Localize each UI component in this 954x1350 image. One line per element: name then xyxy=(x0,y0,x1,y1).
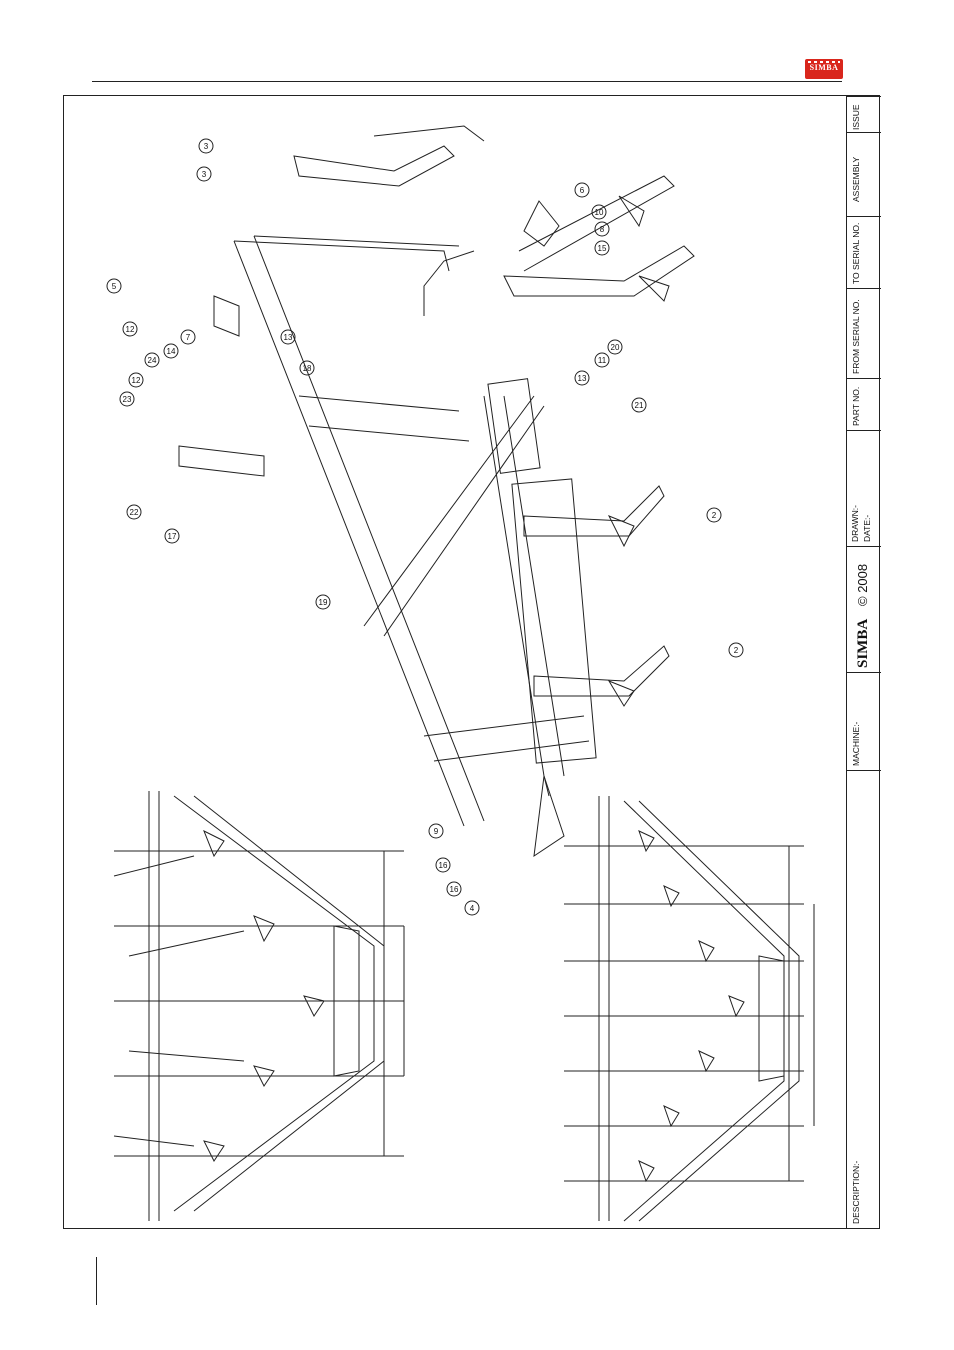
callout-12b: 12 xyxy=(132,376,141,385)
tb-divider xyxy=(847,546,881,547)
simba-logo: SIMBA xyxy=(805,59,843,79)
part-no-label: PART NO. xyxy=(851,387,861,426)
drawn-label: DRAWN:- xyxy=(850,505,860,542)
callout-18: 18 xyxy=(303,364,312,373)
callout-14: 14 xyxy=(167,347,176,356)
tb-divider xyxy=(847,430,881,431)
machine-label: MACHINE:- xyxy=(851,722,861,766)
issue-label: ISSUE xyxy=(851,104,861,130)
callout-8: 8 xyxy=(600,225,605,234)
callout-2b: 2 xyxy=(734,646,739,655)
callout-numbers: 3 3 5 12 13 18 7 14 24 12 23 22 17 6 10 … xyxy=(64,96,847,1228)
tb-divider xyxy=(847,288,881,289)
callout-16b: 16 xyxy=(450,885,459,894)
to-serial-label: TO SERIAL NO. xyxy=(851,223,861,284)
callout-6: 6 xyxy=(580,186,585,195)
callout-22: 22 xyxy=(130,508,139,517)
tb-divider xyxy=(847,672,881,673)
description-label: DESCRIPTION:- xyxy=(851,1161,861,1224)
assembly-label: ASSEMBLY xyxy=(851,157,861,202)
tb-top xyxy=(847,96,881,97)
callout-17: 17 xyxy=(168,532,177,541)
callout-13a: 13 xyxy=(284,333,293,342)
simba-brand: SIMBA xyxy=(855,619,872,668)
callout-3b: 3 xyxy=(202,170,207,179)
tb-divider xyxy=(847,378,881,379)
callout-13b: 13 xyxy=(578,374,587,383)
callout-15: 15 xyxy=(598,244,607,253)
copyright-text: © 2008 xyxy=(855,564,870,606)
tb-divider xyxy=(847,216,881,217)
callout-20: 20 xyxy=(611,343,620,352)
tb-divider xyxy=(847,132,881,133)
from-serial-label: FROM SERIAL NO. xyxy=(851,299,861,374)
callout-9: 9 xyxy=(434,827,439,836)
callout-24: 24 xyxy=(148,356,157,365)
callout-2a: 2 xyxy=(712,511,717,520)
tb-divider xyxy=(847,770,881,771)
callout-16a: 16 xyxy=(439,861,448,870)
callout-12a: 12 xyxy=(126,325,135,334)
callout-19: 19 xyxy=(319,598,328,607)
callout-3a: 3 xyxy=(204,142,209,151)
callout-10: 10 xyxy=(595,208,604,217)
callout-21: 21 xyxy=(635,401,644,410)
callout-7: 7 xyxy=(186,333,191,342)
callout-4: 4 xyxy=(470,904,475,913)
callout-23: 23 xyxy=(123,395,132,404)
callout-5: 5 xyxy=(112,282,117,291)
footer-margin-line xyxy=(96,1257,97,1305)
date-label: DATE:- xyxy=(862,515,872,542)
header-rule xyxy=(92,81,842,82)
title-block: ISSUE ASSEMBLY TO SERIAL NO. FROM SERIAL… xyxy=(846,96,881,1228)
logo-text: SIMBA xyxy=(805,63,843,72)
callout-11: 11 xyxy=(598,356,607,365)
drawing-sheet: 3 3 5 12 13 18 7 14 24 12 23 22 17 6 10 … xyxy=(63,95,880,1229)
